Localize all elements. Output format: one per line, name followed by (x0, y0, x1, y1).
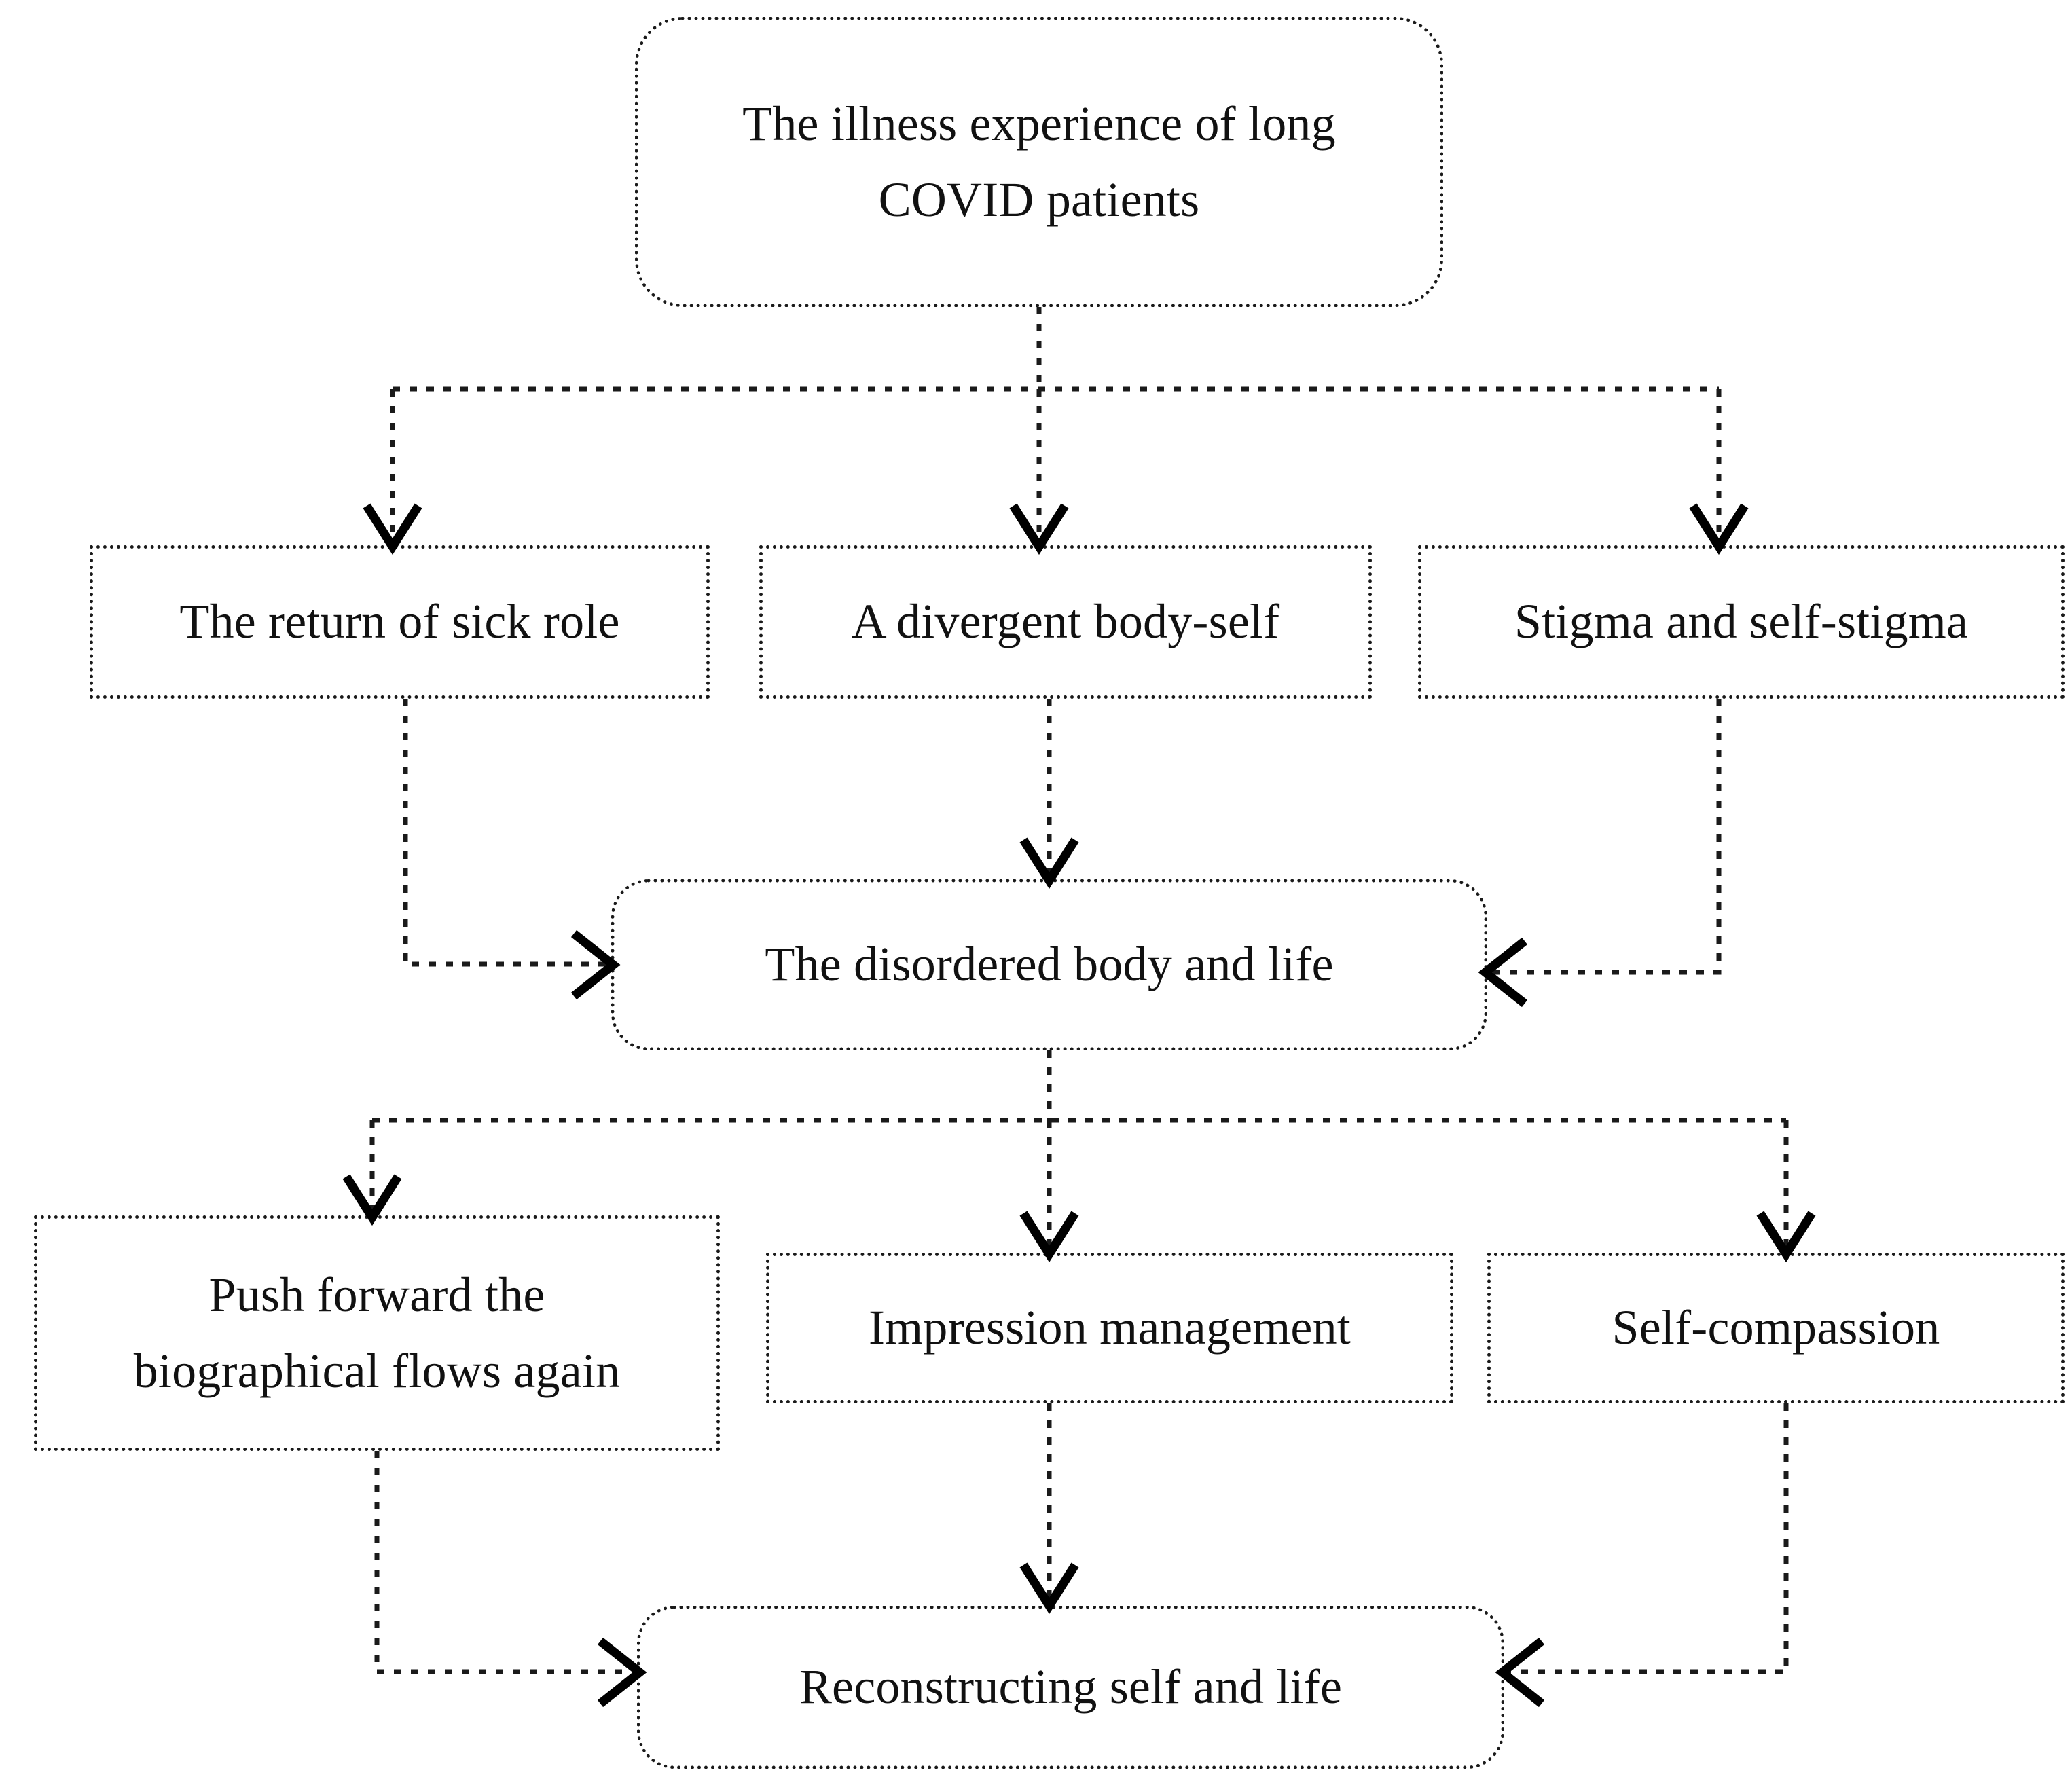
wire-stigma-to-disordered (1489, 699, 1722, 975)
node-push-forward-line1: Push forward the (208, 1267, 545, 1322)
wire-sick-role-to-disordered (403, 699, 610, 967)
arrowhead-down-self-compassion (1756, 1211, 1816, 1263)
node-stigma-and-self-stigma-label: Stigma and self-stigma (1514, 594, 1969, 649)
wire-push-forward-to-reconstructing (374, 1451, 636, 1674)
node-self-compassion-label: Self-compassion (1612, 1300, 1940, 1355)
arrowhead-down-body-self (1009, 503, 1069, 555)
node-illness-experience-line1: The illness experience of long (742, 96, 1336, 151)
node-impression-management[interactable]: Impression management (766, 1253, 1453, 1403)
arrowhead-down-push-forward (342, 1174, 402, 1226)
node-push-forward-line2: biographical flows again (133, 1343, 621, 1398)
node-disordered-body-and-life[interactable]: The disordered body and life (611, 879, 1487, 1050)
node-illness-experience-label: The illness experience of long COVID pat… (638, 86, 1440, 238)
arrowhead-down-reconstructing (1019, 1562, 1079, 1615)
arrowhead-right-reconstructing (597, 1637, 647, 1708)
node-stigma-and-self-stigma[interactable]: Stigma and self-stigma (1418, 545, 2065, 699)
node-reconstructing-self-and-life-label: Reconstructing self and life (799, 1659, 1343, 1714)
node-illness-experience[interactable]: The illness experience of long COVID pat… (635, 17, 1443, 307)
arrowhead-left-reconstructing (1495, 1637, 1545, 1708)
arrowhead-down-impression (1019, 1211, 1079, 1263)
node-disordered-body-and-life-label: The disordered body and life (765, 937, 1334, 992)
node-return-of-sick-role-label: The return of sick role (179, 594, 620, 649)
node-return-of-sick-role[interactable]: The return of sick role (90, 545, 710, 699)
arrowhead-down-disordered (1019, 837, 1079, 889)
node-divergent-body-self[interactable]: A divergent body-self (759, 545, 1372, 699)
arrowhead-down-sick-role (363, 503, 422, 555)
wire-self-compassion-to-reconstructing (1506, 1403, 1789, 1674)
node-self-compassion[interactable]: Self-compassion (1487, 1253, 2065, 1403)
node-illness-experience-line2: COVID patients (878, 172, 1200, 227)
node-push-forward-biographical-flows[interactable]: Push forward the biographical flows agai… (34, 1215, 720, 1451)
arrowhead-right-disordered (570, 930, 621, 1000)
node-divergent-body-self-label: A divergent body-self (851, 594, 1280, 649)
node-impression-management-label: Impression management (869, 1300, 1351, 1355)
arrowhead-down-stigma (1689, 503, 1749, 555)
arrowhead-left-disordered (1478, 937, 1528, 1008)
node-reconstructing-self-and-life[interactable]: Reconstructing self and life (637, 1606, 1504, 1769)
node-push-forward-label: Push forward the biographical flows agai… (37, 1257, 716, 1409)
